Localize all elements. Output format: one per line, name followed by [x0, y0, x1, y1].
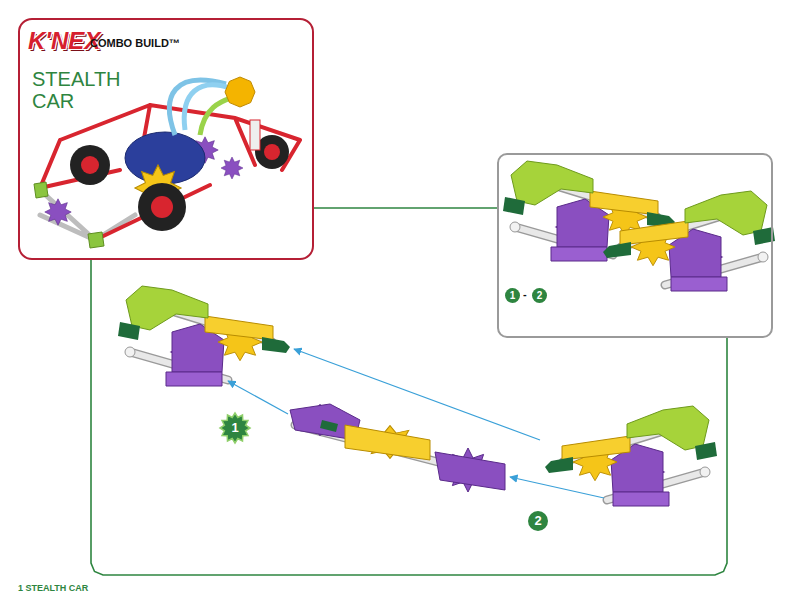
- brand-subtitle: COMBO BUILD™: [90, 37, 180, 49]
- step-range-dash: -: [523, 287, 527, 302]
- frame-connector: [314, 207, 497, 209]
- step-overview-panel: 1-2: [497, 153, 773, 338]
- frame-connector: [91, 260, 727, 575]
- title-panel: K'NEXCOMBO BUILD™ STEALTH CAR: [18, 18, 314, 260]
- page-footer: 1 STEALTH CAR: [18, 583, 88, 593]
- step-number: 2: [532, 288, 547, 303]
- callout-number: 1: [227, 420, 243, 436]
- brand-logo: K'NEX: [28, 27, 100, 55]
- model-title: STEALTH CAR: [32, 68, 132, 112]
- step-number: 1: [505, 288, 520, 303]
- callout-number: 2: [530, 513, 546, 529]
